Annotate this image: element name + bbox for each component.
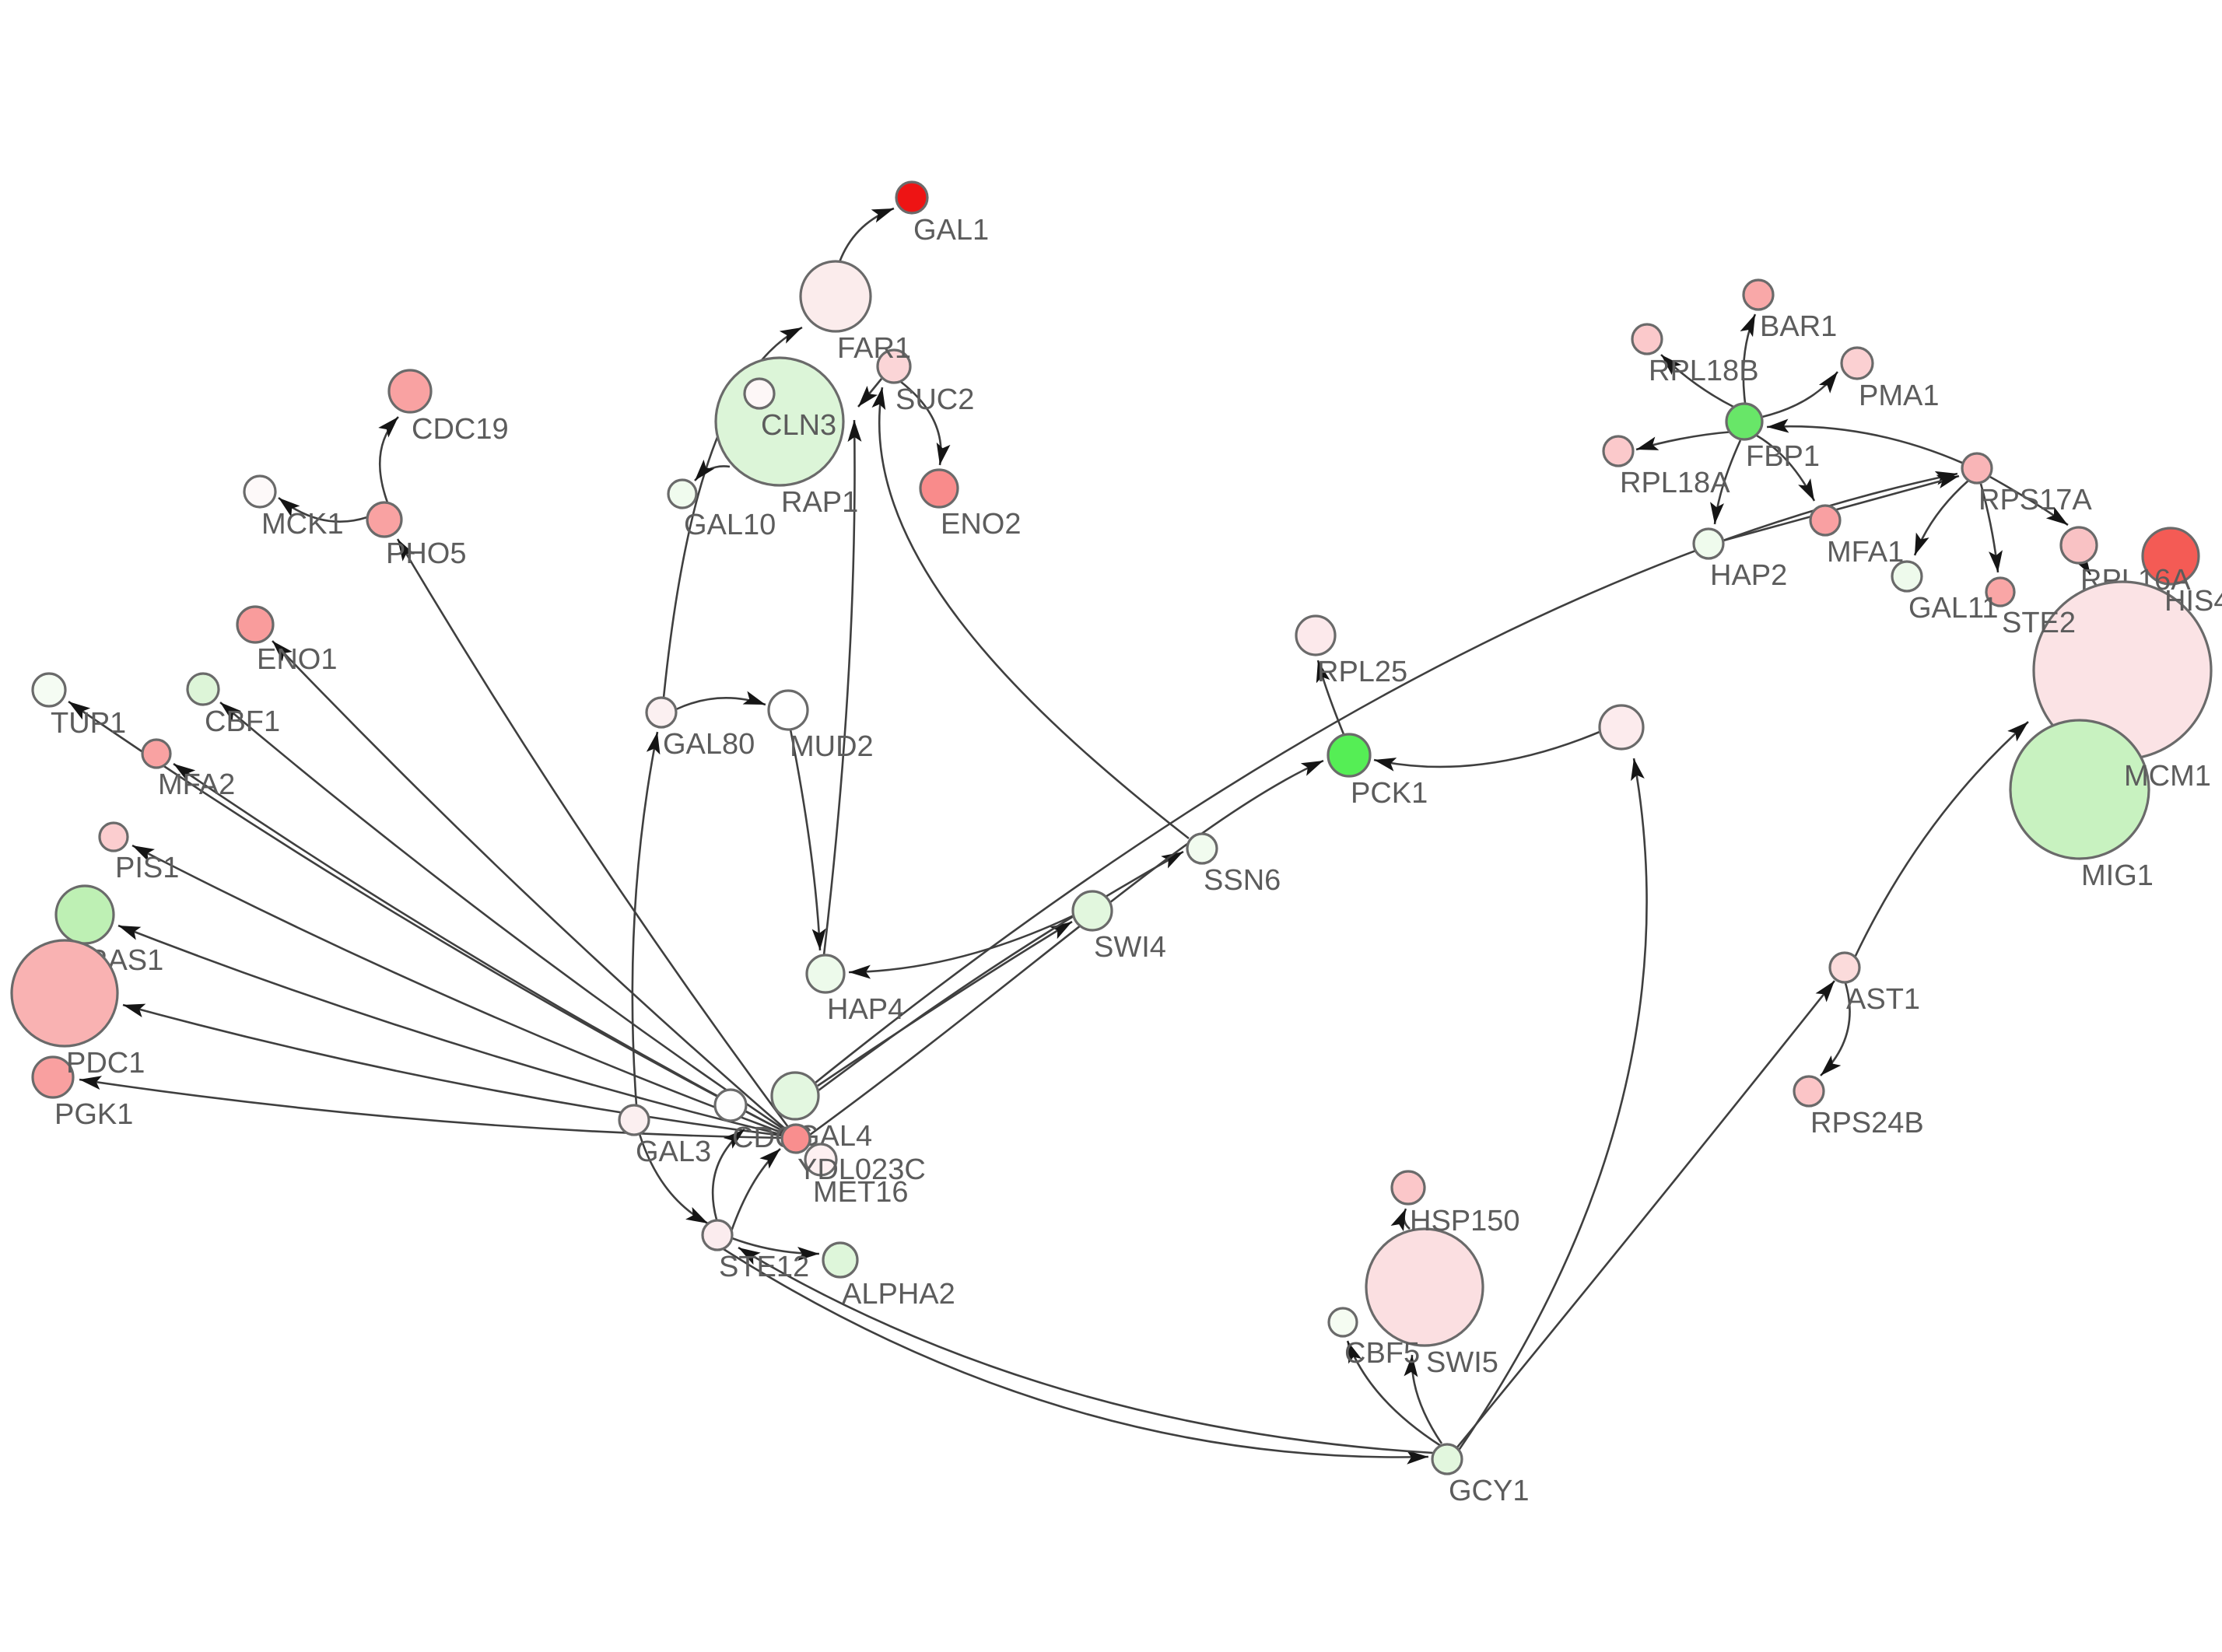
svg-text:CLN3: CLN3 (761, 409, 836, 442)
svg-text:MFA1: MFA1 (1827, 536, 1904, 569)
svg-text:BAR1: BAR1 (1760, 310, 1837, 343)
svg-text:MIG1: MIG1 (2081, 859, 2154, 892)
svg-text:ENO2: ENO2 (941, 508, 1021, 541)
svg-text:GCY1: GCY1 (1449, 1475, 1529, 1507)
svg-text:GAL10: GAL10 (684, 509, 776, 541)
svg-text:YDL023C: YDL023C (797, 1153, 926, 1186)
svg-text:CDC19: CDC19 (412, 413, 509, 446)
svg-text:MCM1: MCM1 (2124, 760, 2211, 793)
svg-text:MUD2: MUD2 (790, 730, 874, 763)
svg-text:RPL25: RPL25 (1317, 656, 1407, 688)
svg-text:HSP150: HSP150 (1410, 1205, 1520, 1237)
svg-text:RPS24B: RPS24B (1810, 1107, 1924, 1139)
svg-text:GAL80: GAL80 (663, 728, 755, 761)
svg-text:HAP4: HAP4 (827, 993, 904, 1026)
svg-text:CBF5: CBF5 (1344, 1337, 1420, 1370)
svg-text:GAL3: GAL3 (636, 1136, 711, 1168)
svg-text:PDC1: PDC1 (66, 1047, 145, 1080)
svg-text:HIS4: HIS4 (2164, 585, 2222, 618)
svg-text:PCK1: PCK1 (1351, 777, 1428, 810)
svg-text:PHO5: PHO5 (386, 537, 466, 570)
svg-text:MCK1: MCK1 (261, 508, 344, 541)
svg-text:PMA1: PMA1 (1859, 380, 1939, 412)
svg-text:SUC2: SUC2 (895, 383, 974, 416)
svg-text:ALPHA2: ALPHA2 (842, 1278, 955, 1311)
svg-text:RPS17A: RPS17A (1978, 484, 2092, 516)
svg-text:RAP1: RAP1 (781, 486, 858, 519)
svg-text:AST1: AST1 (1846, 983, 1920, 1016)
svg-text:CBF1: CBF1 (205, 705, 280, 738)
svg-text:PGK1: PGK1 (54, 1098, 133, 1131)
svg-text:STE12: STE12 (719, 1251, 809, 1283)
svg-text:STE2: STE2 (2002, 607, 2076, 639)
svg-text:FAR1: FAR1 (837, 332, 911, 365)
svg-text:GAL1: GAL1 (913, 214, 989, 247)
svg-text:FBP1: FBP1 (1746, 440, 1820, 473)
svg-text:SWI5: SWI5 (1426, 1346, 1498, 1379)
svg-text:PIS1: PIS1 (115, 852, 179, 884)
svg-text:HAP2: HAP2 (1710, 559, 1787, 592)
svg-text:TUP1: TUP1 (51, 707, 126, 740)
svg-text:RPL18A: RPL18A (1620, 467, 1730, 499)
svg-text:SSN6: SSN6 (1204, 864, 1281, 897)
svg-text:MFA2: MFA2 (158, 768, 235, 801)
svg-text:GAL11: GAL11 (1908, 592, 1998, 625)
svg-text:MET16: MET16 (813, 1176, 908, 1209)
svg-text:RPL18B: RPL18B (1649, 355, 1759, 387)
svg-text:ENO1: ENO1 (257, 643, 337, 676)
svg-text:SWI4: SWI4 (1094, 931, 1166, 964)
